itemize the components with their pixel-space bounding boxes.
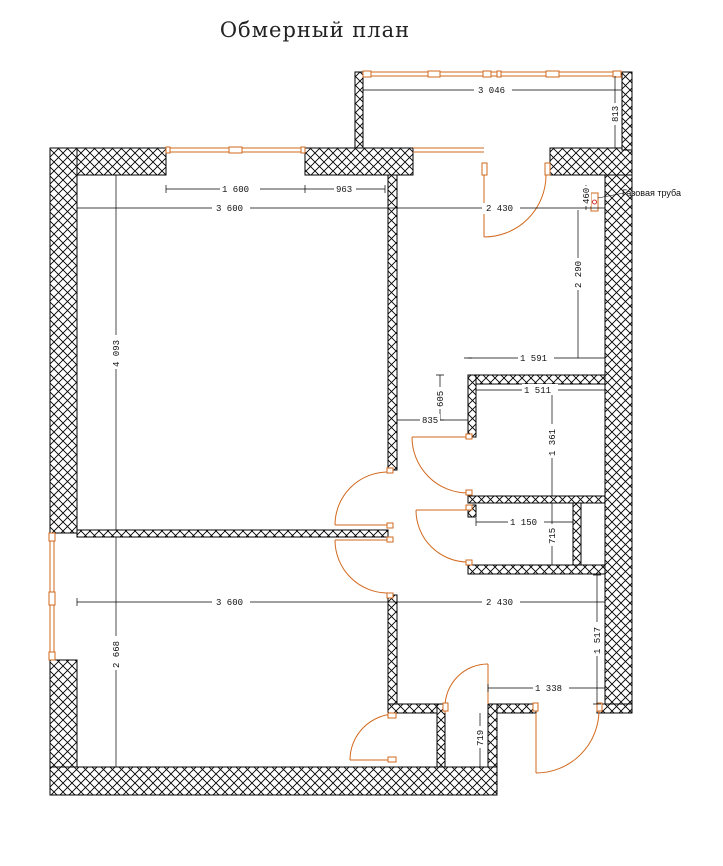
dim-1591: 1 591 <box>520 354 547 364</box>
dim-1511: 1 511 <box>524 386 551 396</box>
dim-835: 835 <box>422 416 438 426</box>
dim-3600-mid: 3 600 <box>216 598 243 608</box>
dim-2430-top: 2 430 <box>486 204 513 214</box>
dim-1150: 1 150 <box>510 518 537 528</box>
partition-closet-right <box>487 703 498 768</box>
window-top-left <box>165 146 306 154</box>
wall-right <box>604 147 633 714</box>
door-kitchen <box>411 433 473 496</box>
door-balcony <box>483 162 551 238</box>
partition-wc-right <box>572 502 582 566</box>
partition-bath-top <box>467 374 606 385</box>
window-top-middle <box>413 147 488 176</box>
dim-2290: 2 290 <box>574 261 584 288</box>
dim-3600-top: 3 600 <box>216 204 243 214</box>
window-left <box>48 532 56 661</box>
dim-1517: 1 517 <box>593 627 603 654</box>
door-wc-small <box>442 663 489 713</box>
wall-left-upper <box>49 147 78 534</box>
exterior-walls <box>49 71 633 796</box>
partition-horizontal-mid <box>76 529 389 538</box>
dim-1338: 1 338 <box>535 684 562 694</box>
dim-1600: 1 600 <box>222 185 249 195</box>
partition-bath-left-upper <box>467 374 477 438</box>
wall-loggia-left <box>354 71 364 149</box>
dim-719: 719 <box>476 730 486 746</box>
dim-715: 715 <box>548 528 558 544</box>
wall-bottom <box>49 766 498 796</box>
door-entrance <box>532 702 603 774</box>
partition-closet-left <box>436 703 446 768</box>
dimension-lines <box>76 76 623 768</box>
partition-bath-mid <box>467 495 606 504</box>
gas-pipe-label: Газовая труба <box>622 188 681 198</box>
dim-963: 963 <box>336 185 352 195</box>
dim-460: 460 <box>582 188 592 204</box>
dimension-labels: 3 046 813 1 600 963 3 600 2 430 460 2 29… <box>110 84 621 748</box>
door-room-lower <box>334 536 394 599</box>
wall-bath-bottom <box>467 564 606 575</box>
partition-center-upper <box>387 174 398 471</box>
plan-title: Обмерный план <box>219 18 411 42</box>
window-loggia <box>362 70 622 78</box>
wall-top-right <box>549 147 633 176</box>
gas-pipe: Газовая труба <box>590 188 681 212</box>
partition-hall-bottom-left <box>387 703 444 714</box>
dim-813: 813 <box>611 106 621 122</box>
doors <box>334 162 603 774</box>
wall-top-middle <box>304 147 414 176</box>
dim-605: 605 <box>436 391 446 407</box>
dim-2430-mid: 2 430 <box>486 598 513 608</box>
windows <box>48 70 622 661</box>
door-closet <box>349 712 397 763</box>
partition-center-lower <box>387 594 398 714</box>
interior-partitions <box>76 174 606 768</box>
door-bathroom <box>415 504 473 566</box>
wall-loggia-right <box>621 71 633 151</box>
dim-3046: 3 046 <box>478 86 505 96</box>
dim-4093: 4 093 <box>112 340 122 367</box>
door-room-upper <box>334 467 394 529</box>
dim-1361: 1 361 <box>548 429 558 456</box>
dim-2668: 2 668 <box>112 641 122 668</box>
